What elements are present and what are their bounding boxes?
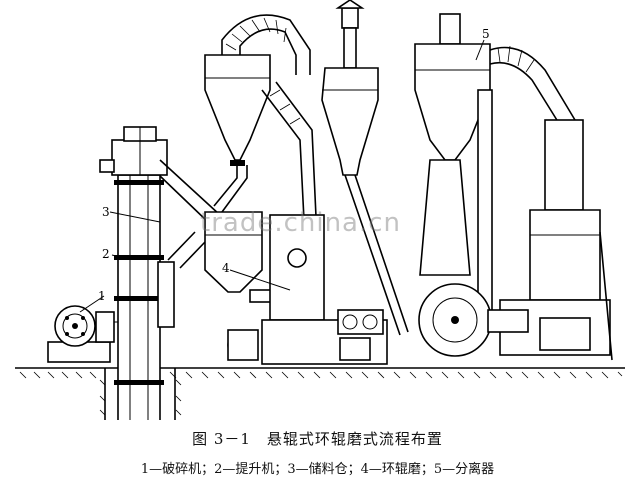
ground [15,367,625,420]
label-crusher: 1 [98,289,106,303]
center-cyclone [321,0,409,336]
separator [414,13,576,321]
leader-lines [79,39,485,313]
figure-legend: 1—破碎机；2—提升机；3—储料仓；4—环辊磨；5—分离器 [140,462,495,477]
blower [418,159,529,357]
storage-bin [204,211,277,303]
label-elevator: 2 [102,247,110,261]
label-roller-mill: 4 [222,261,230,275]
label-storage-bin: 3 [102,205,110,219]
label-separator: 5 [482,27,490,41]
feed-chute [157,159,221,328]
left-cyclone [204,14,319,261]
bucket-elevator [99,126,168,420]
watermark: trade.china.cn [200,208,402,238]
crusher [47,305,130,363]
process-layout-diagram: 1 2 3 4 5 [15,0,625,420]
figure-title: 图 3－1 悬辊式环辊磨式流程布置 [192,430,443,448]
roller-mill-left [227,214,388,365]
